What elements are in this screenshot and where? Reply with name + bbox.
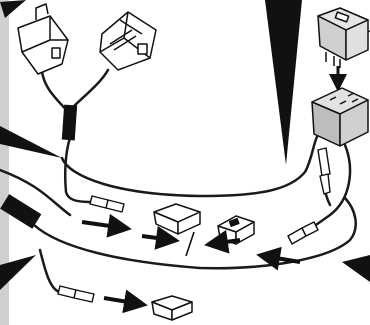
wire-tc-to-sleeve — [72, 70, 108, 108]
wire-bottom-terminal — [40, 250, 60, 292]
connector-top-center-tab — [138, 44, 147, 54]
arrow-left-terminal-to-housing — [82, 222, 124, 228]
arrow-bottom-terminal-to-housing — [104, 298, 140, 304]
terminal-right-blade — [302, 222, 318, 236]
arrow-right-terminal-to-housing — [264, 256, 300, 262]
terminal-bottom-barrel — [58, 286, 76, 298]
relay-socket — [312, 88, 368, 146]
center-separator — [186, 232, 194, 256]
terminal-left-barrel — [90, 196, 108, 208]
terminal-right — [288, 222, 318, 244]
single-terminal-right-body — [318, 148, 330, 176]
terminal-bottom-blade — [74, 290, 94, 302]
terminal-left — [90, 196, 124, 212]
connector-top-left — [18, 4, 68, 74]
housing-bottom — [152, 296, 192, 320]
relay — [318, 8, 368, 68]
connector-top-center — [100, 12, 156, 70]
wire-tl-to-sleeve — [42, 72, 68, 112]
housing-center-left — [154, 204, 200, 234]
arrow-housing-to-center — [142, 236, 172, 240]
assembly-arrows — [82, 222, 300, 304]
wires — [0, 70, 356, 292]
terminal-left-blade — [106, 200, 124, 212]
callout-wedge-left-upper — [0, 126, 62, 158]
terminal-bottom — [58, 286, 94, 302]
callout-wedge-right — [342, 255, 370, 282]
single-terminal-right-crimp — [320, 174, 330, 194]
sleeve-upper — [62, 105, 77, 141]
connector-top-left-slot — [52, 48, 60, 58]
wire-sleeve-down — [65, 138, 92, 202]
single-terminal-right — [318, 148, 330, 194]
callout-wedge-top-center — [265, 0, 302, 165]
wire-main-loop — [62, 135, 318, 196]
